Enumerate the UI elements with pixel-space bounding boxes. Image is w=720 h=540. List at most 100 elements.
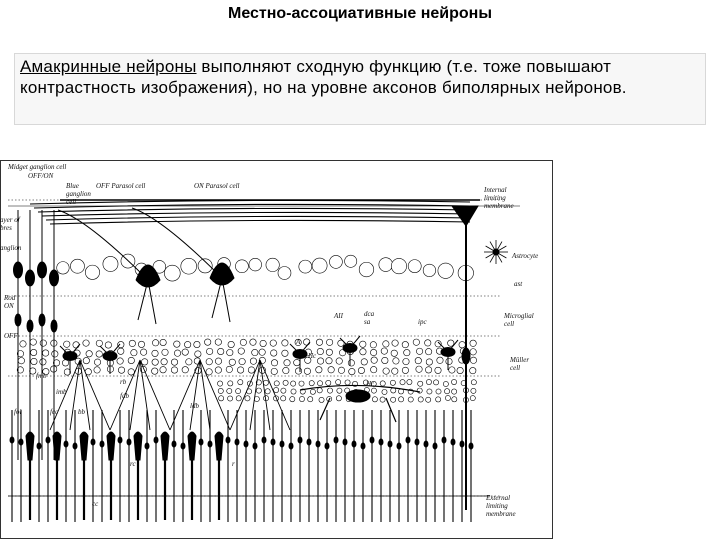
outer-nuclear-cell bbox=[442, 381, 449, 387]
rod-nucleus bbox=[261, 436, 267, 444]
inner-nuclear-cell bbox=[317, 357, 325, 365]
outer-nuclear-cell bbox=[327, 387, 333, 394]
inner-nuclear-cell bbox=[337, 339, 345, 347]
label-r: r bbox=[232, 460, 235, 468]
outer-nuclear-cell bbox=[433, 379, 439, 386]
rod-nucleus bbox=[9, 436, 15, 444]
outer-nuclear-cell bbox=[299, 396, 305, 402]
bipolar-dendrite bbox=[229, 359, 291, 431]
outer-nuclear-cell bbox=[390, 396, 397, 403]
rod-nucleus bbox=[72, 442, 78, 450]
ganglion-layer-cell bbox=[152, 260, 167, 274]
rod-nucleus bbox=[468, 442, 474, 450]
cone-inner bbox=[214, 431, 224, 461]
inner-nuclear-cell bbox=[281, 339, 289, 347]
rod-nucleus bbox=[351, 440, 357, 448]
inner-nuclear-cell bbox=[445, 357, 453, 365]
label-cc: cc bbox=[92, 500, 99, 508]
inner-nuclear-cell bbox=[469, 356, 477, 364]
ganglion-soma-small bbox=[50, 319, 58, 333]
inner-nuclear-cell bbox=[469, 367, 477, 375]
outer-nuclear-cell bbox=[290, 380, 297, 387]
rod-nucleus bbox=[18, 438, 24, 446]
inner-nuclear-cell bbox=[104, 341, 112, 349]
inner-nuclear-cell bbox=[205, 358, 213, 366]
inner-nuclear-cell bbox=[94, 358, 102, 366]
inner-nuclear-cell bbox=[294, 338, 302, 346]
inner-nuclear-cell bbox=[152, 339, 160, 347]
inner-nuclear-cell bbox=[117, 347, 125, 355]
inner-nuclear-cell bbox=[238, 358, 246, 366]
label-microglial: Microglial cell bbox=[504, 312, 534, 328]
rod-nucleus bbox=[288, 442, 294, 450]
outer-nuclear-cell bbox=[235, 388, 241, 395]
label-off-on: OFF/ON bbox=[28, 172, 54, 180]
inner-nuclear-cell bbox=[304, 356, 312, 364]
label-rc: rc bbox=[130, 460, 136, 468]
inner-nuclear-cell bbox=[359, 348, 367, 356]
inner-nuclear-cell bbox=[282, 367, 290, 375]
ganglion-layer-cell bbox=[164, 264, 181, 282]
rod-nucleus bbox=[324, 442, 330, 450]
outer-nuclear-cell bbox=[227, 380, 234, 387]
rod-nucleus bbox=[342, 438, 348, 446]
inner-nuclear-cell bbox=[456, 366, 464, 374]
outer-nuclear-cell bbox=[335, 395, 342, 402]
label-rb: rb bbox=[120, 378, 127, 386]
inner-nuclear-cell bbox=[225, 365, 233, 373]
nerve-fiber bbox=[37, 207, 471, 213]
ganglion-soma-small bbox=[26, 319, 34, 333]
rod-nucleus bbox=[423, 440, 429, 448]
inner-nuclear-cell bbox=[30, 348, 38, 356]
inner-nuclear-cell bbox=[414, 357, 422, 365]
inner-nuclear-cell bbox=[347, 359, 355, 367]
inner-nuclear-cell bbox=[185, 358, 193, 366]
inner-nuclear-cell bbox=[30, 357, 38, 365]
inner-nuclear-cell bbox=[348, 368, 356, 376]
inner-nuclear-cell bbox=[424, 339, 432, 347]
inner-nuclear-cell bbox=[237, 347, 245, 355]
rod-nucleus bbox=[432, 442, 438, 450]
inner-nuclear-cell bbox=[458, 341, 466, 349]
ganglion-layer-cell bbox=[277, 266, 292, 280]
inner-nuclear-cell bbox=[270, 349, 278, 357]
inner-nuclear-cell bbox=[303, 338, 311, 346]
inner-nuclear-cell bbox=[436, 356, 444, 364]
rod-nucleus bbox=[171, 440, 177, 448]
bipolar-dendrite bbox=[169, 359, 231, 431]
inner-nuclear-cell bbox=[226, 349, 234, 357]
outer-nuclear-cell bbox=[417, 396, 424, 403]
outer-nuclear-cell bbox=[218, 395, 225, 402]
inner-nuclear-cell bbox=[93, 366, 101, 374]
outer-nuclear-cell bbox=[289, 396, 296, 403]
bipolar-dendrite bbox=[49, 359, 111, 431]
outer-nuclear-cell bbox=[344, 379, 351, 386]
inner-nuclear-cell bbox=[448, 366, 456, 374]
inner-nuclear-cell bbox=[161, 348, 169, 356]
inner-nuclear-cell bbox=[370, 349, 378, 357]
inner-nuclear-cell bbox=[337, 366, 345, 374]
astrocyte-soma bbox=[492, 248, 500, 256]
inner-nuclear-cell bbox=[206, 347, 214, 355]
rod-nucleus bbox=[369, 436, 375, 444]
inner-nuclear-cell bbox=[271, 359, 279, 367]
nerve-fiber bbox=[45, 215, 471, 221]
label-imb: imb bbox=[56, 388, 67, 396]
label-fiber-layer: ayer of bres bbox=[0, 216, 20, 232]
outer-nuclear-cell bbox=[390, 379, 396, 386]
inner-nuclear-cell bbox=[359, 340, 367, 348]
inner-nuclear-cell bbox=[72, 341, 80, 349]
cone-inner bbox=[79, 431, 89, 461]
glial-cells bbox=[60, 199, 508, 510]
inner-nuclear-cell bbox=[316, 348, 324, 356]
inner-nuclear-cell bbox=[357, 366, 365, 374]
label-off: OFF bbox=[4, 332, 18, 340]
outer-nuclear-cell bbox=[235, 395, 242, 402]
outer-nuclear-cell bbox=[451, 388, 458, 395]
rod-nucleus bbox=[315, 440, 321, 448]
inner-nuclear-cell bbox=[53, 359, 61, 367]
outer-nuclear-cell bbox=[407, 396, 414, 403]
outer-nuclear-cell bbox=[336, 387, 343, 394]
inner-nuclear-cell bbox=[325, 348, 333, 356]
rod-nucleus bbox=[405, 436, 411, 444]
